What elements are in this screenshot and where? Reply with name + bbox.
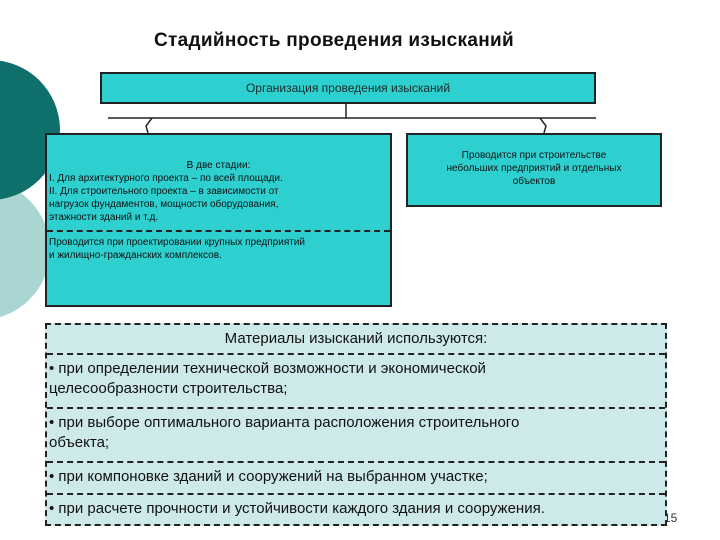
materials-item: • при расчете прочности и устойчивости к…	[49, 500, 545, 517]
stage-text-line: и жилищно-гражданских комплексов.	[49, 250, 222, 261]
single-stage-line: небольших предприятий и отдельных	[446, 163, 622, 174]
organization-label: Организация проведения изысканий	[245, 81, 451, 95]
stage-text-line: II. Для строительного проекта – в зависи…	[49, 186, 279, 197]
single-stage-line: объектов	[512, 176, 556, 187]
materials-item: целесообразности строительства;	[49, 380, 288, 397]
stage-text-line: Проводится при проектировании крупных пр…	[49, 237, 305, 248]
materials-item: • при выборе оптимального варианта распо…	[49, 414, 520, 431]
materials-box: Материалы изысканий используются: • при …	[45, 323, 667, 526]
stage-text-line: I. Для архитектурного проекта – по всей …	[49, 173, 283, 184]
page-number: 15	[664, 511, 678, 525]
single-stage-box: Проводится при строительстве небольших п…	[406, 133, 662, 207]
dashed-divider	[47, 461, 665, 463]
materials-item: • при компоновке зданий и сооружений на …	[49, 468, 488, 485]
stage-text-line: этажности зданий и т.д.	[49, 212, 159, 223]
materials-item: объекта;	[49, 434, 110, 451]
two-stage-heading: В две стадии:	[186, 160, 251, 171]
dashed-divider	[47, 230, 390, 232]
materials-header: Материалы изысканий используются:	[224, 330, 488, 347]
materials-item: • при определении технической возможност…	[49, 360, 486, 377]
dashed-divider	[47, 493, 665, 495]
organization-box: Организация проведения изысканий	[100, 72, 596, 104]
single-stage-line: Проводится при строительстве	[461, 150, 607, 161]
two-stage-box: В две стадии: I. Для архитектурного прое…	[45, 133, 392, 307]
dashed-divider	[47, 353, 665, 355]
decorative-circles	[0, 0, 80, 330]
stage-text-line: нагрузок фундаментов, мощности оборудова…	[49, 199, 279, 210]
slide-title: Стадийность проведения изысканий	[154, 30, 514, 51]
dashed-divider	[47, 407, 665, 409]
